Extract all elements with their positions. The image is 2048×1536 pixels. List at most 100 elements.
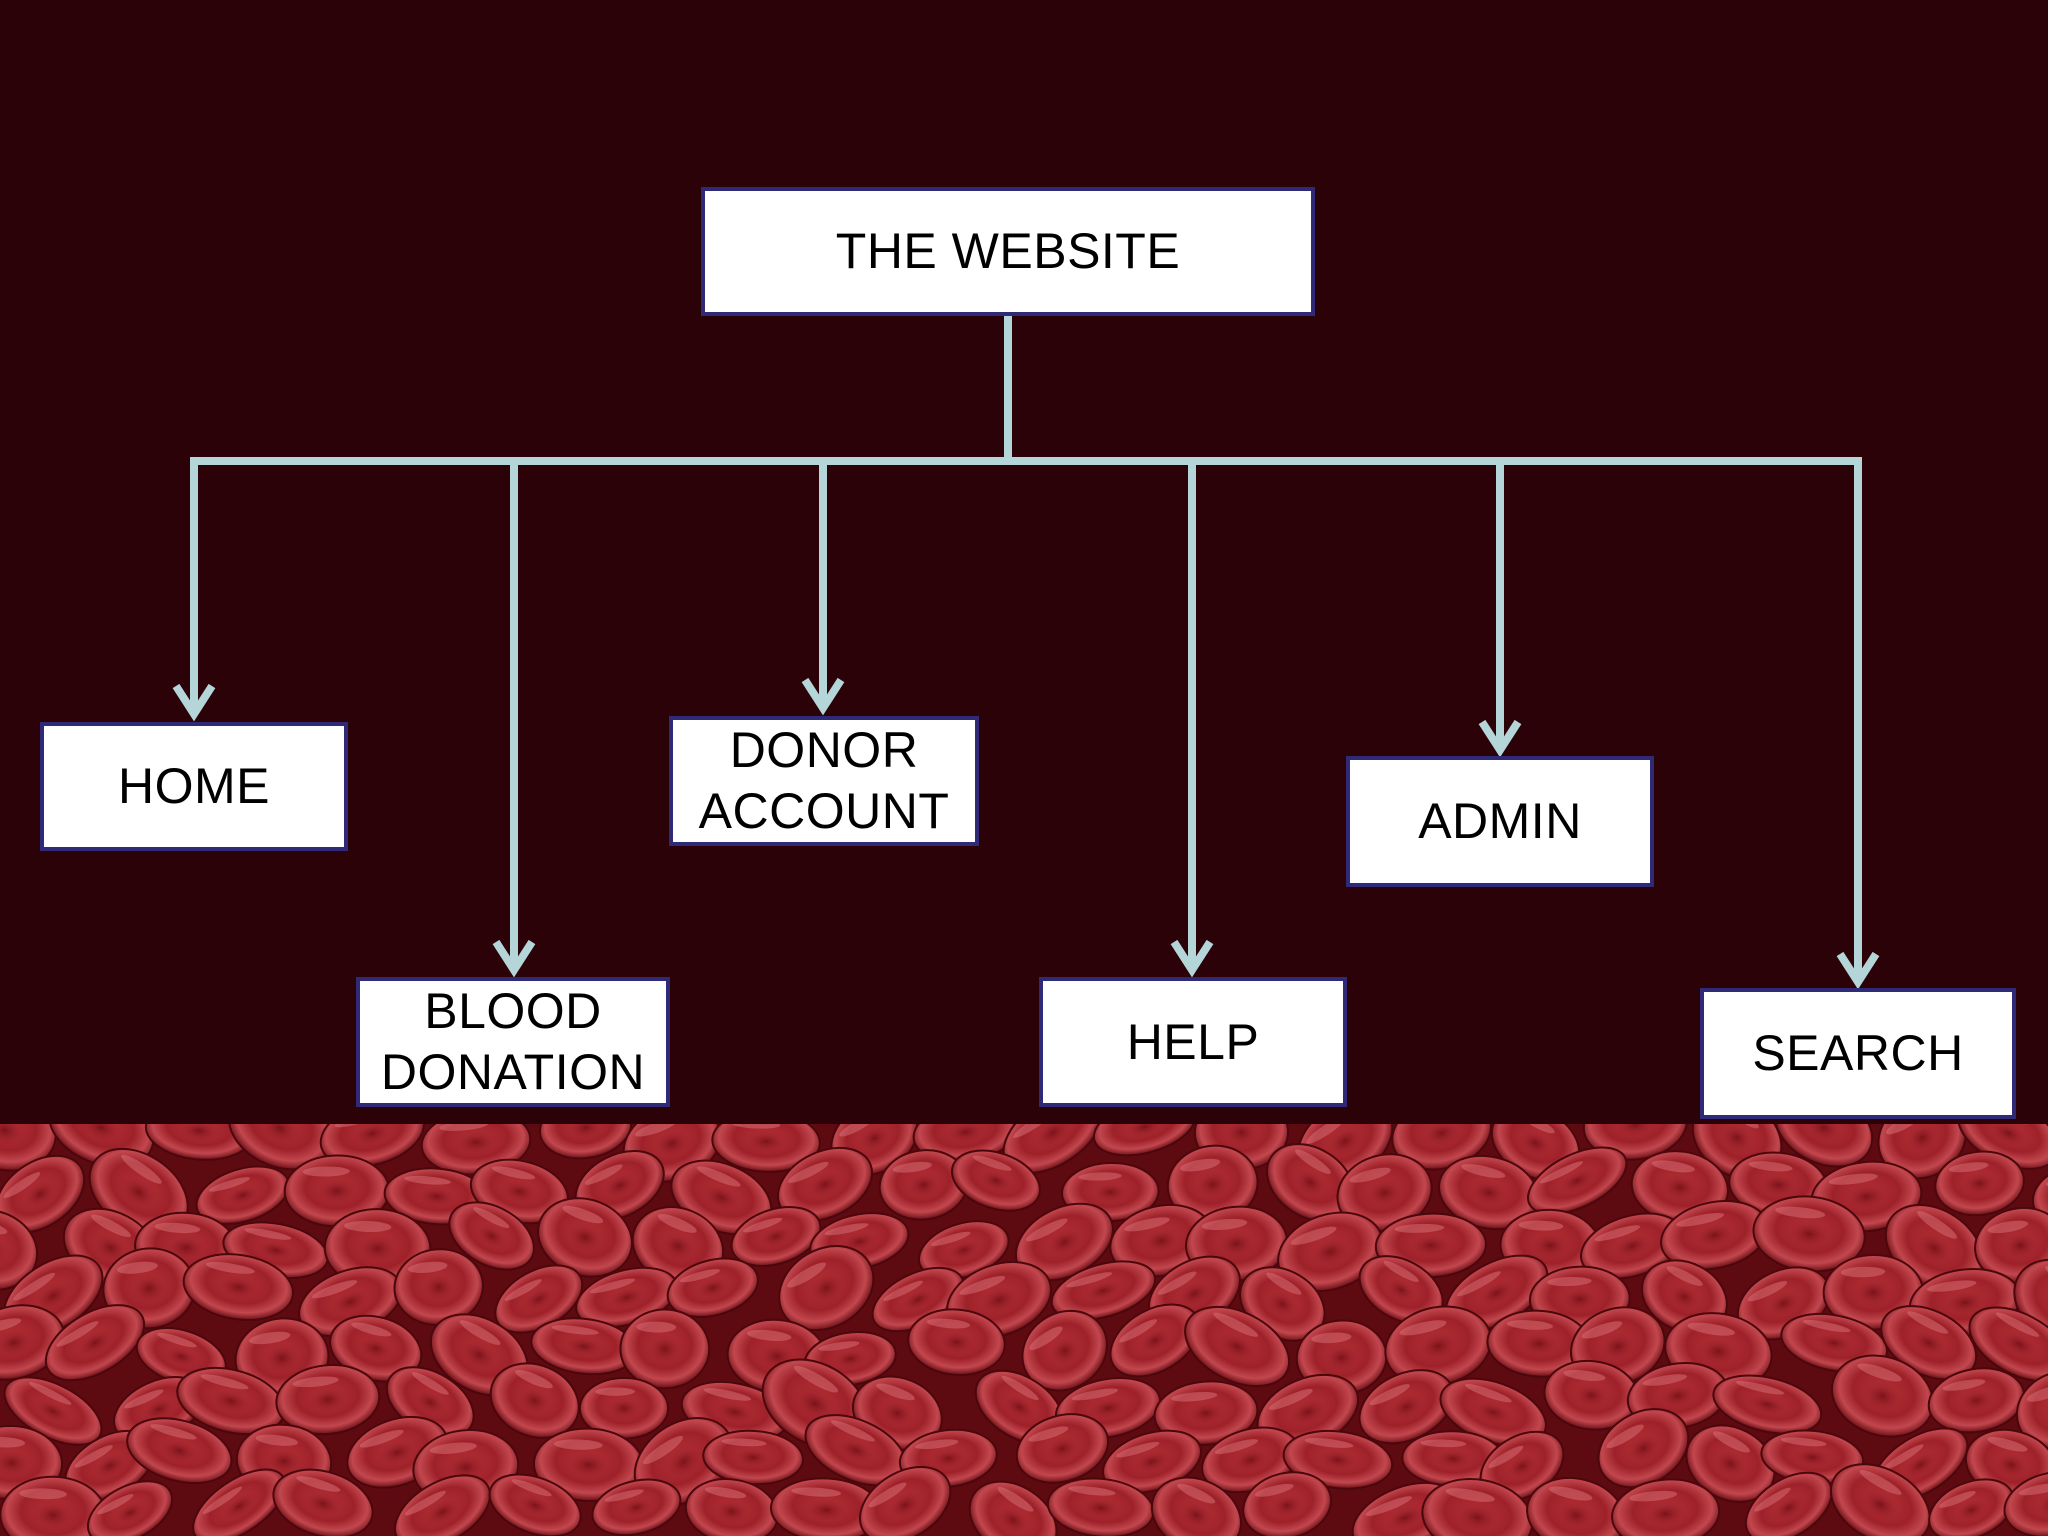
blood-cell xyxy=(907,1308,1006,1376)
blood-cell xyxy=(44,1304,146,1382)
blood-cell xyxy=(182,1253,294,1321)
blood-cell xyxy=(195,1165,290,1225)
blood-cell xyxy=(1611,1478,1721,1536)
arrowhead-search xyxy=(1836,951,1880,990)
blood-cell xyxy=(1109,1203,1214,1278)
blood-cell xyxy=(532,1427,644,1503)
node-blood-donation-label: BLOOD DONATION xyxy=(380,983,646,1100)
node-home-label: HOME xyxy=(118,758,270,814)
blood-cell xyxy=(272,1468,374,1536)
blood-cell xyxy=(1184,1305,1291,1388)
blood-cell xyxy=(3,1376,103,1446)
blood-cell xyxy=(1102,1429,1202,1494)
blood-cell xyxy=(968,1480,1058,1536)
blood-cell xyxy=(619,1308,711,1390)
blood-cell xyxy=(1880,1305,1978,1381)
blood-cell xyxy=(488,1473,582,1536)
blood-cell xyxy=(0,1154,86,1234)
blood-cell xyxy=(1829,1463,1931,1536)
node-admin: ADMIN xyxy=(1346,756,1654,887)
blood-cell xyxy=(1050,1260,1157,1321)
blood-cell xyxy=(1526,1477,1626,1536)
blood-cell xyxy=(1358,1255,1444,1325)
blood-cell xyxy=(0,1208,39,1292)
blood-cell xyxy=(670,1159,773,1236)
arrowhead-blood-donation xyxy=(492,939,536,978)
blood-cell xyxy=(1421,1478,1534,1536)
blood-cell xyxy=(1579,1212,1685,1280)
blood-cell xyxy=(1968,1306,2048,1383)
arrowhead-admin xyxy=(1478,719,1522,758)
blood-cell xyxy=(489,1362,580,1439)
blood-cell xyxy=(393,1474,492,1536)
blood-cell xyxy=(1166,1144,1259,1224)
blood-cell xyxy=(126,1417,233,1485)
blood-cell xyxy=(86,1480,174,1536)
blood-cell xyxy=(1014,1202,1114,1282)
node-search: SEARCH xyxy=(1700,988,2016,1119)
blood-cell xyxy=(1582,1124,1688,1161)
blood-cells-image xyxy=(0,1124,2048,1536)
node-help: HELP xyxy=(1039,977,1347,1107)
blood-cell xyxy=(1015,1413,1110,1484)
blood-cell xyxy=(591,1478,682,1536)
arrowhead-home xyxy=(172,683,216,722)
blood-cell xyxy=(1744,1471,1833,1536)
node-help-label: HELP xyxy=(1126,1013,1260,1070)
blood-cell xyxy=(917,1220,1010,1280)
blood-cell xyxy=(329,1314,423,1383)
blood-cell xyxy=(878,1149,969,1221)
blood-cell xyxy=(1597,1408,1690,1489)
blood-cell xyxy=(1543,1359,1640,1431)
node-donor-account: DONOR ACCOUNT xyxy=(669,716,979,846)
blood-cell xyxy=(1439,1377,1547,1447)
blood-cell xyxy=(804,1414,908,1487)
blood-cell xyxy=(1021,1309,1108,1392)
blood-cell xyxy=(1927,1367,2026,1434)
blood-cell xyxy=(2031,1164,2048,1231)
blood-cell xyxy=(711,1124,821,1173)
blood-cell xyxy=(538,1124,633,1160)
blood-cell xyxy=(1153,1380,1259,1446)
blood-cell xyxy=(2015,1370,2048,1452)
blood-cell xyxy=(2003,1470,2048,1536)
node-the-website: THE WEBSITE xyxy=(701,187,1315,316)
blood-cell xyxy=(730,1206,822,1267)
node-admin-label: ADMIN xyxy=(1418,793,1582,849)
blood-cell xyxy=(494,1264,584,1334)
blood-cell xyxy=(1774,1124,1874,1168)
blood-cell xyxy=(1265,1143,1356,1222)
blood-cell xyxy=(776,1146,874,1222)
blood-cell xyxy=(1712,1374,1823,1435)
blood-cell xyxy=(448,1201,535,1271)
node-search-label: SEARCH xyxy=(1752,1025,1964,1081)
blood-cell xyxy=(537,1197,633,1278)
blood-cell xyxy=(530,1317,638,1376)
blood-cell xyxy=(88,1147,189,1237)
blood-cell xyxy=(666,1257,759,1318)
node-the-website-label: THE WEBSITE xyxy=(835,223,1181,279)
blood-cells-pattern xyxy=(0,1124,2048,1536)
node-donor-account-label: DONOR ACCOUNT xyxy=(698,722,950,839)
blood-cell xyxy=(858,1465,952,1536)
blood-cell xyxy=(275,1364,381,1436)
blood-cell xyxy=(1934,1150,2025,1217)
arrowhead-help xyxy=(1170,939,1214,978)
blood-cell xyxy=(950,1149,1041,1212)
blood-cell xyxy=(47,1124,155,1168)
blood-cell xyxy=(1438,1154,1540,1231)
node-home: HOME xyxy=(40,722,348,851)
blood-cell xyxy=(319,1124,425,1168)
node-blood-donation: BLOOD DONATION xyxy=(356,977,670,1107)
blood-cell xyxy=(1760,1429,1865,1486)
blood-cell xyxy=(1092,1124,1197,1157)
arrowhead-donor-account xyxy=(801,677,845,716)
blood-cell xyxy=(578,1376,670,1440)
blood-cell xyxy=(1277,1211,1384,1292)
blood-cell xyxy=(1150,1476,1242,1536)
blood-cell xyxy=(1752,1195,1866,1273)
blood-cell xyxy=(1242,1471,1333,1536)
blood-cell xyxy=(778,1245,875,1332)
